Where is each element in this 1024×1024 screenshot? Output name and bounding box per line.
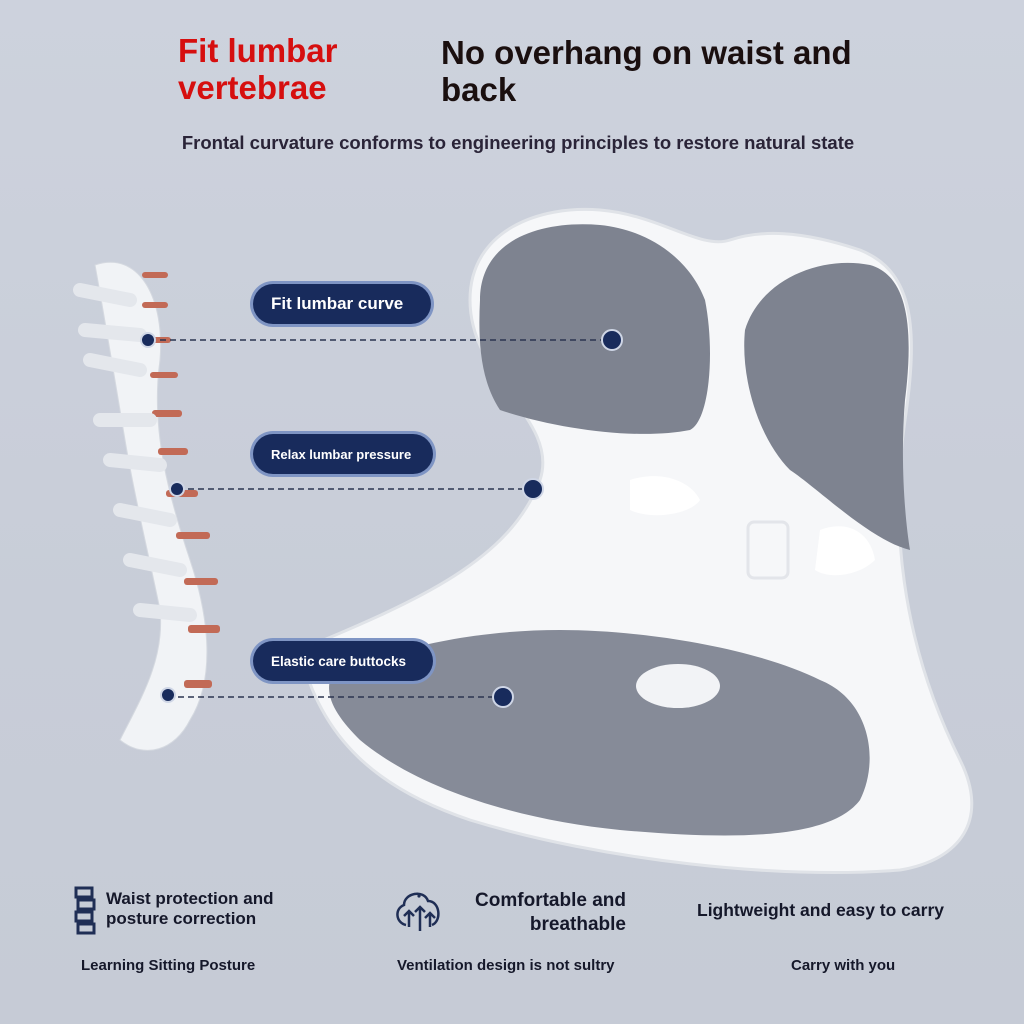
feature-title: Lightweight and easy to carry (697, 900, 944, 920)
callout-elastic-care-buttocks: Elastic care buttocks (253, 641, 433, 681)
callout-label: Elastic care buttocks (271, 653, 407, 669)
breathable-trees-icon (394, 887, 444, 933)
feature-title: Comfortable and breathable (475, 890, 626, 935)
callout-label: Fit lumbar curve (271, 294, 404, 313)
headline-left: Fit lumbar vertebrae (178, 32, 338, 106)
feature-title: Waist protection and posture correction (106, 889, 274, 928)
callout-label: Relax lumbar pressure (271, 446, 412, 462)
feature-caption: Learning Sitting Posture (81, 957, 256, 974)
feature-caption: Ventilation design is not sultry (397, 957, 615, 974)
subtitle: Frontal curvature conforms to engineerin… (181, 132, 855, 153)
spine-icon (72, 884, 98, 938)
feature-caption: Carry with you (791, 957, 896, 974)
callout-fit-lumbar-curve: Fit lumbar curve (253, 284, 431, 324)
callout-relax-lumbar-pressure: Relax lumbar pressure (253, 434, 433, 474)
headline-right: No overhang on waist and back (441, 34, 852, 108)
cushion-illustration (298, 207, 974, 875)
